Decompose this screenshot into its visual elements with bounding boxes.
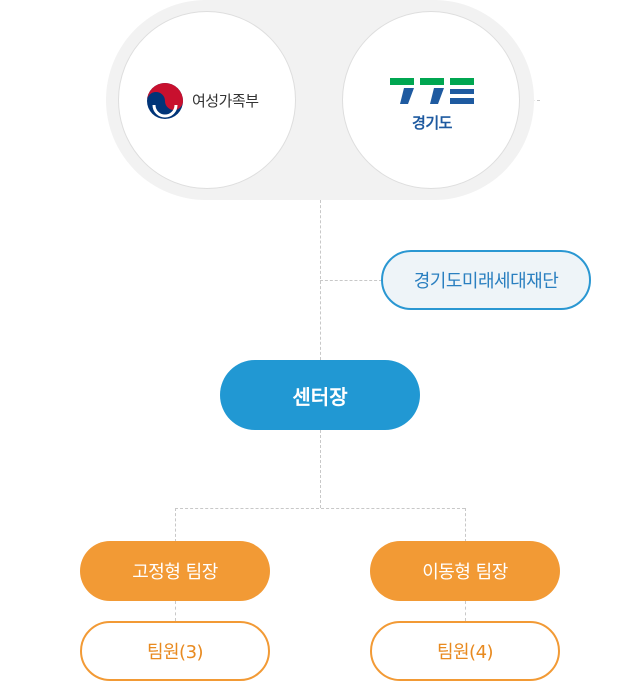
mogef-logo-text: 여성가족부 (192, 92, 259, 110)
foundation-node: 경기도미래세대재단 (381, 250, 591, 310)
director-node: 센터장 (220, 360, 420, 430)
mobile-team-leader-node: 이동형 팀장 (370, 541, 560, 601)
trunk-line-bottom (320, 430, 321, 508)
fixed-team-leader-node: 고정형 팀장 (80, 541, 270, 601)
gyeonggi-logo-text: 경기도 (412, 114, 452, 132)
foundation-connector (320, 280, 382, 281)
gyeonggi-symbol-icon (390, 78, 474, 104)
branch-line (175, 508, 465, 509)
member-line-left (175, 601, 176, 621)
branch-line-left (175, 508, 176, 542)
fixed-team-members-node: 팀원(3) (80, 621, 270, 681)
member-line-right (465, 601, 466, 621)
mobile-team-members-node: 팀원(4) (370, 621, 560, 681)
taegeuk-icon (147, 83, 183, 119)
branch-line-right (465, 508, 466, 542)
